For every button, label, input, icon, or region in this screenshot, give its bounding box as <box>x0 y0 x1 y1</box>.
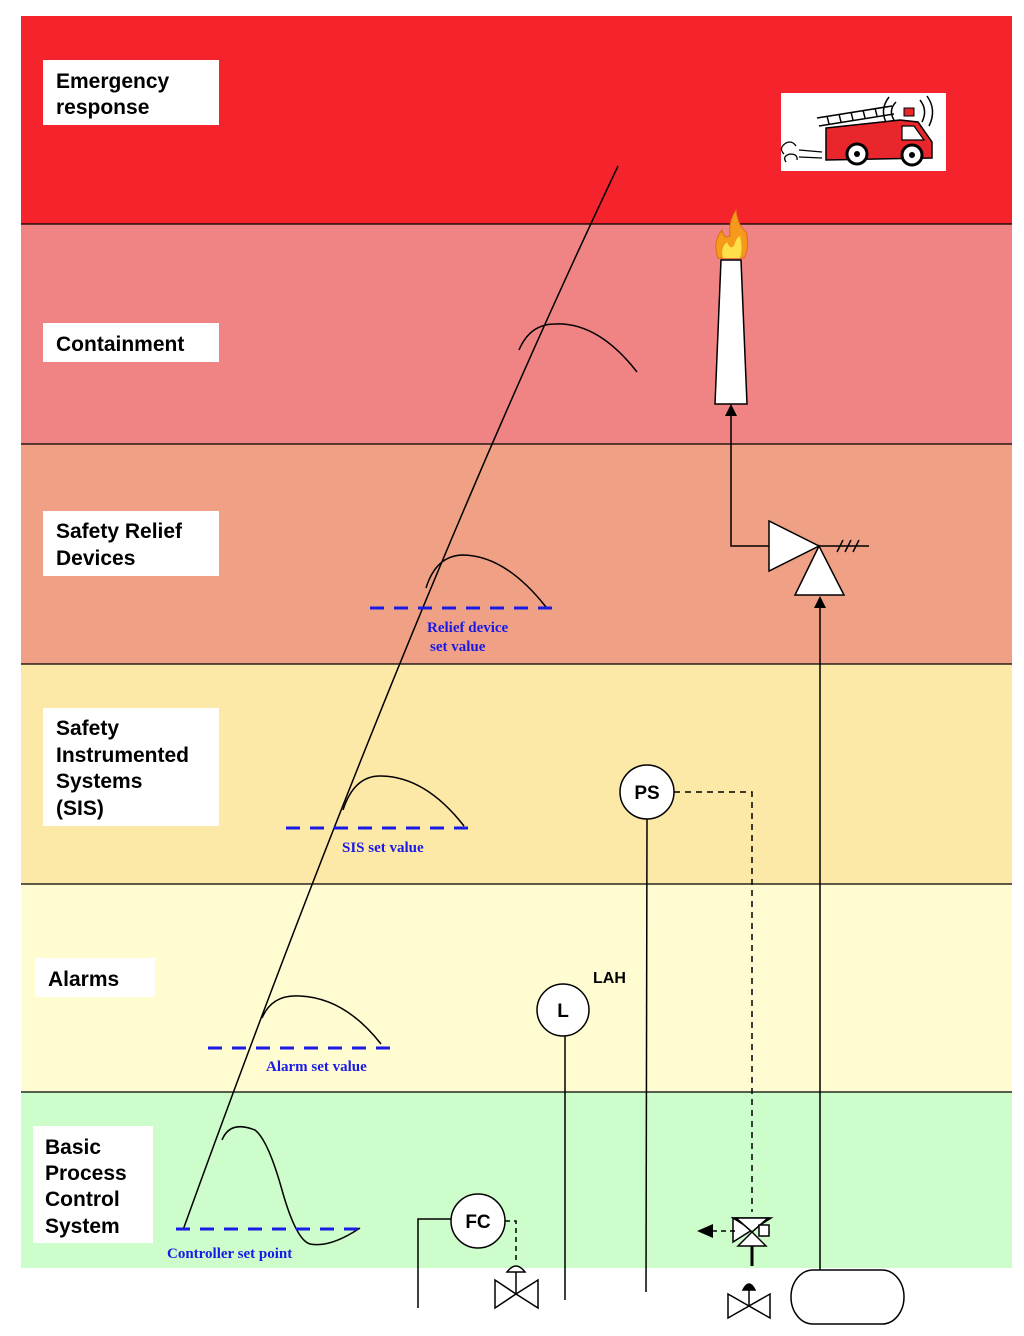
label-box-relief <box>43 511 219 576</box>
level-indicator: L <box>536 983 590 1037</box>
label-box-emergency <box>43 60 219 125</box>
relief-setpoint-label: Relief device set value <box>427 620 512 655</box>
label-containment: Containment <box>56 333 184 356</box>
label-box-alarms <box>35 958 155 997</box>
vessel-icon <box>790 1269 905 1325</box>
ps-signal-line <box>674 791 753 1212</box>
vent-arrow-icon <box>697 1224 713 1238</box>
layer-labels: Emergency response Containment Safety Re… <box>33 60 219 1243</box>
label-relief: Safety Relief Devices <box>56 520 188 570</box>
band-alarms <box>21 884 1012 1092</box>
escalation-line <box>182 165 619 1231</box>
label-box-containment <box>43 323 219 362</box>
label-alarms: Alarms <box>48 968 119 991</box>
excursion-containment <box>518 323 638 373</box>
control-valve-icon <box>494 1265 539 1310</box>
fc-signal-line <box>505 1220 517 1262</box>
excursion-alarm <box>261 995 382 1045</box>
sis-setpoint-label: SIS set value <box>342 840 424 856</box>
excursion-bpcs <box>221 1125 361 1246</box>
label-bpcs: Basic Process Control System <box>45 1136 133 1238</box>
fire-truck-icon <box>780 93 946 171</box>
three-way-valve-icon <box>712 1216 774 1266</box>
pressure-switch-label: PS <box>634 783 659 804</box>
label-sis: Safety Instrumented Systems (SIS) <box>56 717 195 820</box>
ps-process-line <box>645 818 648 1293</box>
alarm-setpoint-label: Alarm set value <box>266 1059 367 1075</box>
layer-bands <box>21 16 1012 1268</box>
controller-setpoint-label: Controller set point <box>167 1246 292 1262</box>
label-box-sis <box>43 708 219 826</box>
flow-controller-label: FC <box>465 1212 491 1233</box>
relief-piping <box>730 414 821 1270</box>
flare-stack-icon <box>714 208 749 405</box>
pressure-switch: PS <box>619 764 675 820</box>
excursion-sis <box>342 775 465 827</box>
arrow-to-flare <box>725 404 737 416</box>
level-indicator-label: L <box>557 1001 569 1022</box>
flow-controller: FC <box>450 1193 506 1249</box>
label-box-bpcs <box>33 1126 153 1243</box>
actuated-valve-icon <box>727 1283 771 1320</box>
label-emergency: Emergency response <box>56 70 175 119</box>
excursion-relief <box>425 554 547 608</box>
setpoint-lines <box>176 606 556 1231</box>
fc-process-line <box>417 1218 451 1308</box>
lah-tag: LAH <box>593 970 626 987</box>
escalation-curves <box>182 165 638 1246</box>
arrow-to-relief <box>814 596 826 608</box>
